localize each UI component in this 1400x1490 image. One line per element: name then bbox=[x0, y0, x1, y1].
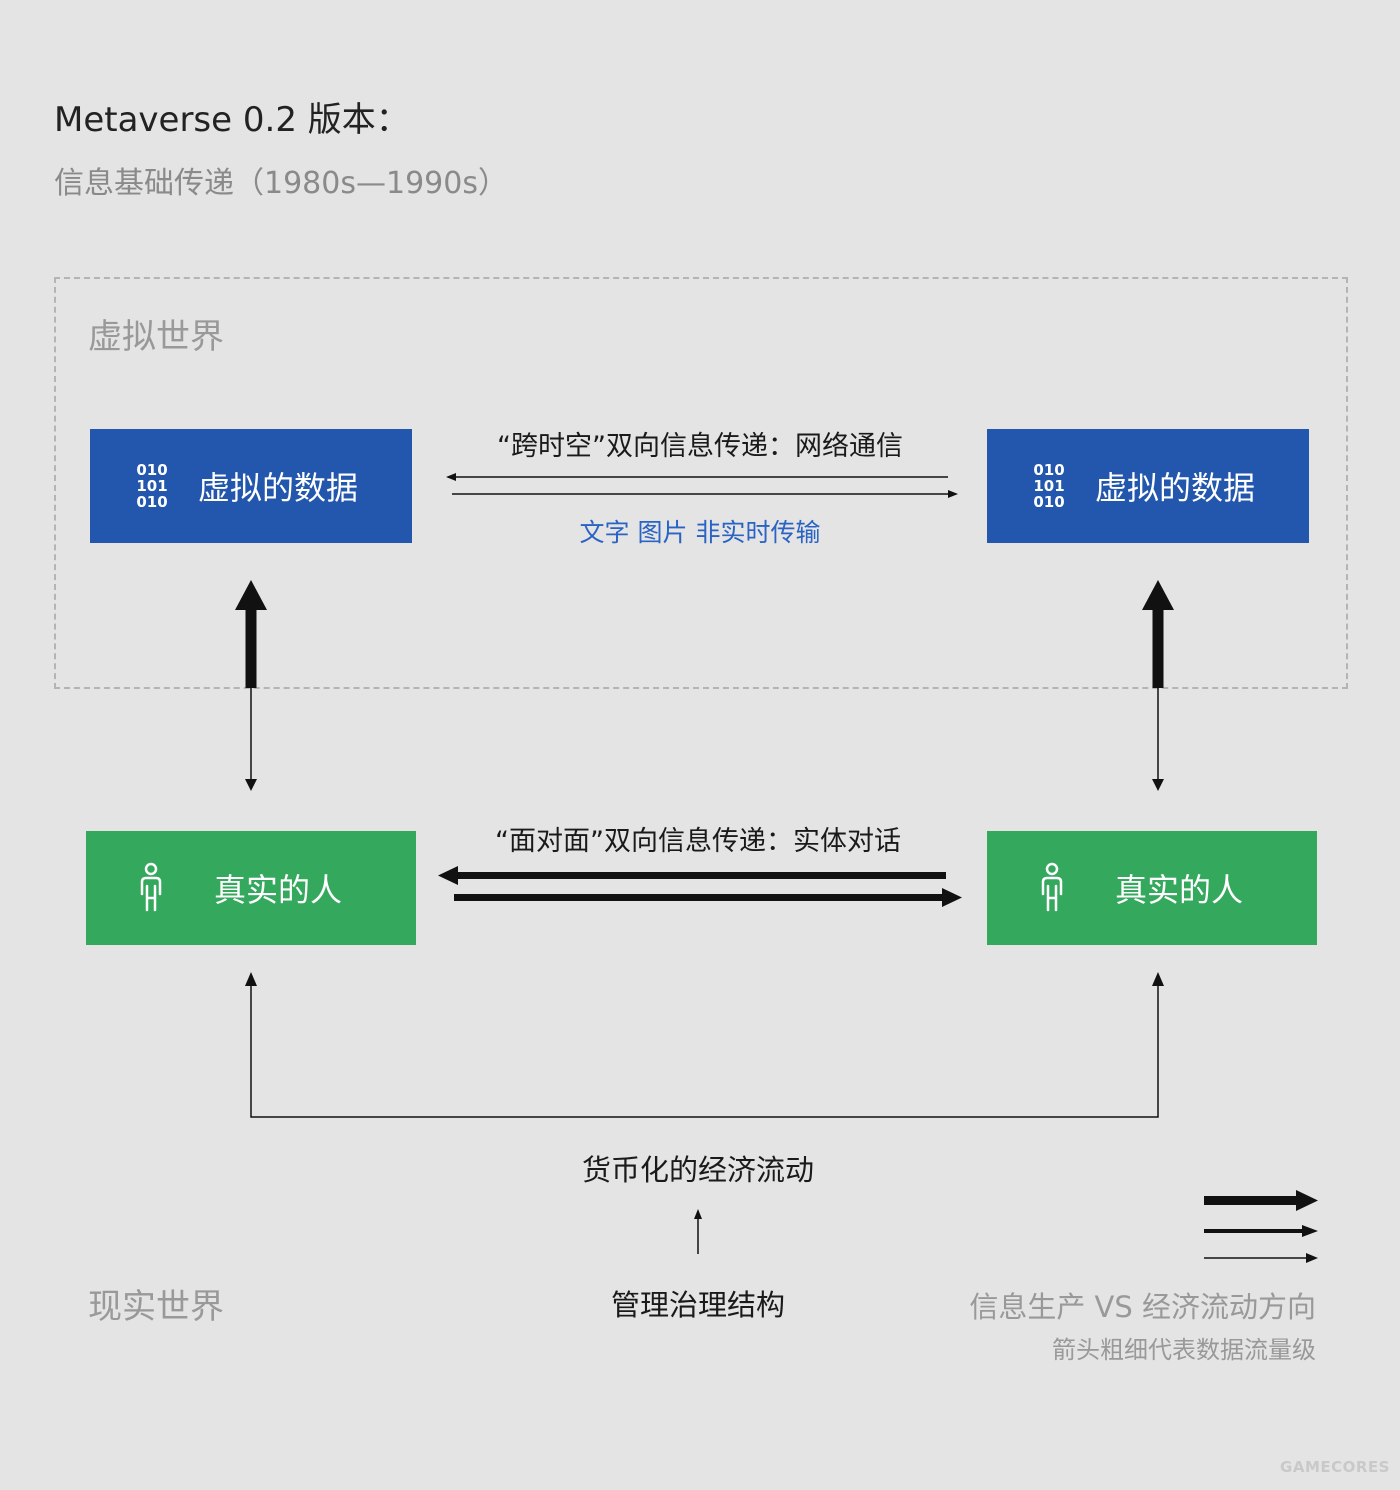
binary-data-icon: 010 101 010 bbox=[1033, 461, 1065, 511]
legend-arrow-thin bbox=[1204, 1253, 1318, 1263]
page-subtitle: 信息基础传递（1980s—1990s） bbox=[54, 166, 508, 201]
person-icon bbox=[134, 862, 168, 914]
real-person-label: 真实的人 bbox=[1115, 871, 1244, 909]
legend-subtitle: 箭头粗细代表数据流量级 bbox=[1052, 1336, 1316, 1364]
real-world-label: 现实世界 bbox=[88, 1287, 224, 1327]
network-link-label: “跨时空”双向信息传递：网络通信 bbox=[497, 431, 903, 462]
watermark-logo: GAMECORES bbox=[1280, 1458, 1390, 1476]
face-to-face-link-label: “面对面”双向信息传递：实体对话 bbox=[495, 826, 901, 857]
real-person-node-right: 真实的人 bbox=[987, 831, 1317, 945]
virtual-world-boundary bbox=[54, 277, 1348, 689]
virtual-world-label: 虚拟世界 bbox=[88, 317, 224, 357]
real-person-node-left: 真实的人 bbox=[86, 831, 416, 945]
governance-structure-label: 管理治理结构 bbox=[610, 1288, 785, 1322]
virtual-data-node-left: 010 101 010 虚拟的数据 bbox=[90, 429, 412, 543]
upload-arrow-right bbox=[1142, 580, 1174, 791]
dialogue-arrow-rightward bbox=[454, 888, 962, 907]
dialogue-arrow-leftward bbox=[438, 866, 946, 885]
legend-arrow-medium bbox=[1204, 1225, 1318, 1237]
governance-arrow bbox=[694, 1209, 702, 1254]
legend-arrow-thick bbox=[1204, 1190, 1318, 1211]
economic-flow-connector bbox=[245, 972, 1164, 1118]
upload-arrow-left bbox=[235, 580, 267, 791]
real-person-label: 真实的人 bbox=[214, 871, 343, 909]
person-icon bbox=[1035, 862, 1069, 914]
virtual-data-node-right: 010 101 010 虚拟的数据 bbox=[987, 429, 1309, 543]
binary-data-icon: 010 101 010 bbox=[136, 461, 168, 511]
legend-title: 信息生产 VS 经济流动方向 bbox=[969, 1290, 1316, 1324]
page-title: Metaverse 0.2 版本： bbox=[54, 100, 410, 140]
network-link-sublabel: 文字 图片 非实时传输 bbox=[579, 518, 821, 547]
economic-flow-label: 货币化的经济流动 bbox=[581, 1153, 814, 1187]
virtual-data-label: 虚拟的数据 bbox=[1095, 469, 1256, 507]
virtual-data-label: 虚拟的数据 bbox=[198, 469, 359, 507]
